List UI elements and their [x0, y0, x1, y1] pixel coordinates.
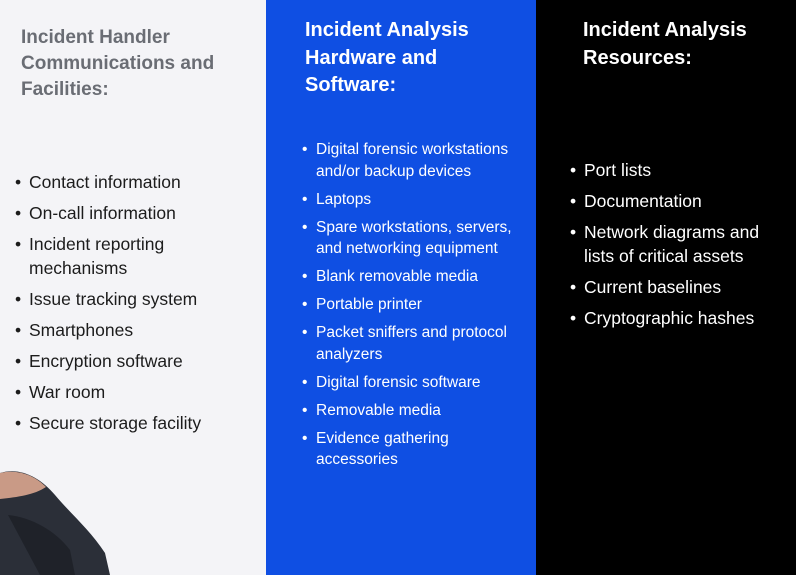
list-item: Packet sniffers and protocol analyzers — [302, 322, 531, 365]
list-item: Portable printer — [302, 294, 531, 316]
bullet-list: Digital forensic workstations and/or bac… — [302, 139, 531, 477]
presenter-image — [0, 471, 110, 575]
list-item: Removable media — [302, 400, 531, 422]
bullet-list: Port lists Documentation Network diagram… — [570, 158, 789, 337]
column-communications: Incident Handler Communications and Faci… — [0, 0, 266, 575]
bullet-list: Contact information On-call information … — [15, 170, 261, 442]
list-item: Blank removable media — [302, 266, 531, 288]
column-resources: Incident Analysis Resources: Port lists … — [536, 0, 796, 575]
list-item: Laptops — [302, 189, 531, 211]
list-item: Contact information — [15, 170, 261, 194]
list-item: Smartphones — [15, 318, 261, 342]
list-item: Current baselines — [570, 275, 789, 299]
list-item: Documentation — [570, 189, 789, 213]
list-item: War room — [15, 380, 261, 404]
column-heading: Incident Handler Communications and Faci… — [21, 27, 215, 100]
list-item: Issue tracking system — [15, 287, 261, 311]
list-item: Secure storage facility — [15, 411, 261, 435]
column-hardware-software: Incident Analysis Hardware and Software:… — [266, 0, 536, 575]
column-heading: Incident Analysis Resources: — [583, 19, 747, 69]
list-item: Encryption software — [15, 349, 261, 373]
list-item: Digital forensic software — [302, 372, 531, 394]
column-heading: Incident Analysis Hardware and Software: — [305, 19, 469, 96]
list-item: Digital forensic workstations and/or bac… — [302, 139, 531, 182]
list-item: Cryptographic hashes — [570, 306, 789, 330]
list-item: Evidence gathering accessories — [302, 428, 531, 471]
list-item: Spare workstations, servers, and network… — [302, 217, 531, 260]
list-item: Incident reporting mechanisms — [15, 232, 261, 280]
list-item: Port lists — [570, 158, 789, 182]
list-item: Network diagrams and lists of critical a… — [570, 220, 789, 268]
list-item: On-call information — [15, 201, 261, 225]
